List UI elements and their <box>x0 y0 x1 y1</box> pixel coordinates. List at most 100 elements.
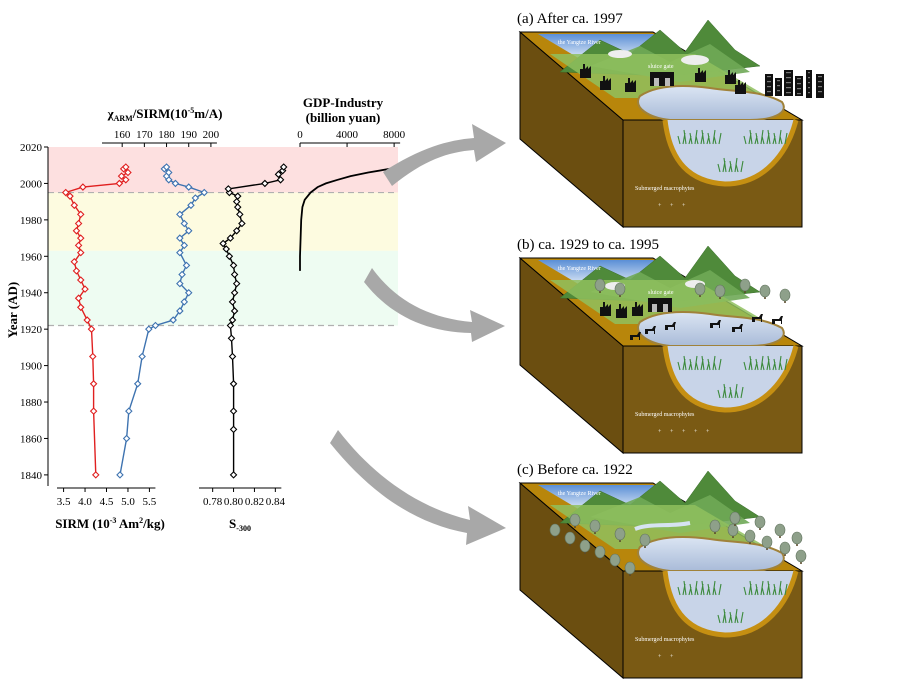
data-point <box>83 316 91 324</box>
macrophytes-label: Submerged macrophytes <box>635 412 695 418</box>
data-point <box>229 471 238 479</box>
sluice-gate-label: sluice gate <box>648 64 674 70</box>
building-icon <box>775 78 782 96</box>
tree-crown <box>759 284 771 298</box>
data-point <box>176 210 184 219</box>
data-point <box>66 192 74 200</box>
data-point <box>229 261 238 270</box>
building-window <box>818 81 822 83</box>
factory-icon <box>625 78 636 92</box>
building-window <box>808 77 810 79</box>
data-point <box>229 407 238 415</box>
factory-icon <box>616 304 627 318</box>
year-tick-label: 1960 <box>20 251 43 263</box>
tree-crown <box>744 529 756 543</box>
x-tick-label: 5.0 <box>121 496 135 508</box>
tree-crown <box>774 523 786 537</box>
sluice-gate-icon <box>648 298 672 312</box>
x-tick-label: 0 <box>297 129 303 141</box>
data-point <box>184 227 193 235</box>
macrophyte-marker: + <box>670 203 674 209</box>
series-line-0 <box>64 166 130 475</box>
data-point <box>229 425 238 434</box>
building-window <box>808 82 810 84</box>
data-point <box>176 234 184 242</box>
data-point <box>76 234 85 242</box>
macrophyte-grass <box>743 355 788 371</box>
data-point <box>89 380 98 388</box>
macrophyte-grass <box>677 355 722 371</box>
gate-opening <box>654 78 659 86</box>
data-point <box>88 352 97 361</box>
tree-crown <box>779 541 791 555</box>
macrophyte-marker: + <box>682 429 686 435</box>
tree-crown <box>795 549 807 563</box>
data-point <box>122 434 131 443</box>
data-point <box>182 261 191 270</box>
data-point <box>279 163 288 171</box>
livestock-icon <box>645 326 656 334</box>
data-point <box>74 294 83 302</box>
macrophyte-grass <box>743 129 788 145</box>
macrophyte-grass <box>743 580 788 596</box>
river-channel <box>634 521 691 531</box>
tree-crown <box>589 519 601 533</box>
zone-band-2 <box>48 250 398 326</box>
data-point <box>176 307 184 315</box>
building-window <box>786 82 791 84</box>
building-window <box>777 80 780 82</box>
tree-crown <box>624 561 636 575</box>
data-point <box>233 192 242 200</box>
data-point <box>219 239 227 248</box>
factory-icon <box>725 70 736 84</box>
tree-crown <box>579 539 591 553</box>
tree-crown <box>569 513 581 527</box>
sirm-axis-title: SIRM (10-3 Am2/kg) <box>55 516 165 531</box>
data-point <box>200 188 209 197</box>
data-point <box>91 471 100 479</box>
livestock-icon <box>732 324 743 332</box>
macrophyte-grass <box>717 608 744 624</box>
tree-crown <box>564 531 576 545</box>
building-icon <box>806 70 812 98</box>
data-point <box>236 210 244 219</box>
tree-crown <box>791 531 803 545</box>
gate-opening <box>665 78 670 86</box>
tree-crown <box>714 284 726 298</box>
data-point <box>232 279 241 288</box>
x-tick-label: 190 <box>180 129 197 141</box>
livestock-icon <box>772 316 783 324</box>
data-point <box>124 168 132 177</box>
x-tick-label: 4000 <box>336 129 359 141</box>
livestock-icon <box>665 322 676 330</box>
year-tick-label: 2000 <box>20 178 43 190</box>
lake-basin-water <box>665 346 796 410</box>
tree-crown <box>594 278 606 292</box>
data-point <box>70 201 79 210</box>
data-point <box>232 197 241 206</box>
river-label: the Yangtze River <box>558 40 601 46</box>
data-point <box>74 241 83 250</box>
data-point <box>81 285 89 293</box>
gdp-title-line1: GDP-Industry <box>303 95 384 110</box>
s300-axis-title: S-300 <box>229 516 251 533</box>
data-point <box>178 270 186 279</box>
livestock-icon <box>752 314 763 322</box>
data-point <box>89 407 98 415</box>
building-window <box>777 90 780 92</box>
data-point <box>222 245 231 253</box>
data-point <box>226 321 235 330</box>
building-window <box>818 91 822 93</box>
data-point <box>225 252 234 261</box>
panel-title-c: (c) Before ca. 1922 <box>517 462 633 478</box>
data-point <box>76 248 85 257</box>
data-point <box>224 185 233 193</box>
macrophyte-marker: + <box>658 654 662 660</box>
tree-crown <box>614 282 626 296</box>
year-tick-label: 1840 <box>20 470 43 482</box>
tree-crown <box>754 515 766 529</box>
data-point <box>61 188 70 197</box>
